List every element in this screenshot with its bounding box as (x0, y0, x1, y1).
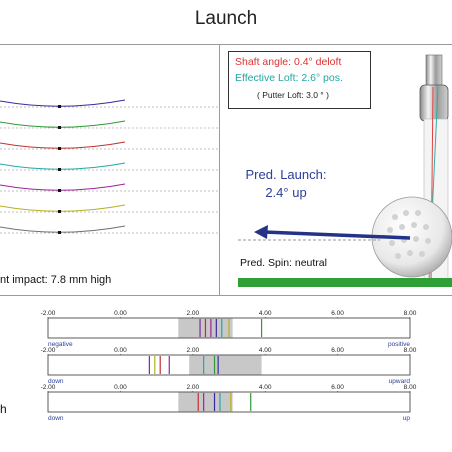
scale-range-band (189, 355, 262, 375)
impact-marker (58, 126, 61, 129)
row-label: h (0, 402, 7, 416)
scale-tick-label: 4.00 (259, 347, 272, 354)
effective-loft-text: Effective Loft: 2.6° pos. (235, 72, 343, 84)
impact-curve (0, 204, 126, 212)
impact-marker (58, 231, 61, 234)
scale-tick-label: 8.00 (404, 384, 417, 391)
scale-range-band (178, 392, 233, 412)
scale-left-label: down (48, 378, 64, 385)
scale-tick-label: 2.00 (186, 310, 199, 317)
scale-tick-label: 0.00 (114, 384, 127, 391)
putter-loft-text: ( Putter Loft: 3.0 ° ) (257, 90, 329, 100)
pred-launch: Pred. Launch: 2.4° up (241, 166, 331, 202)
scale-tick-label: 4.00 (259, 384, 272, 391)
scale-right-label: up (403, 415, 411, 422)
scale-left-label: negative (48, 341, 73, 348)
impact-marker (58, 168, 61, 171)
launch-scales: -2.00 0.00 2.00 4.00 6.00 8.00 negative positiv… (41, 310, 417, 422)
pred-spin: Pred. Spin: neutral (240, 257, 327, 269)
scale-tick-label: 8.00 (404, 347, 417, 354)
impact-curve (0, 141, 126, 149)
impact-marker (58, 210, 61, 213)
golf-ball (371, 196, 452, 278)
impact-marker (58, 105, 61, 108)
scale-tick-label: 2.00 (186, 384, 199, 391)
shaft-info-box: Shaft angle: 0.4° deloft Effective Loft:… (228, 51, 371, 109)
impact-marker (58, 147, 61, 150)
pred-launch-label: Pred. Launch: (245, 167, 327, 182)
launch-arrow (254, 225, 411, 240)
impact-panel (0, 45, 220, 296)
scale-right-label: positive (388, 341, 410, 348)
scale-tick-label: 2.00 (186, 347, 199, 354)
scale-tick-label: 0.00 (114, 347, 127, 354)
impact-curve (0, 183, 126, 191)
scale-tick-label: 0.00 (114, 310, 127, 317)
scale-tick-label: 4.00 (259, 310, 272, 317)
pred-launch-value: 2.4° up (265, 185, 307, 200)
impact-curve (0, 99, 126, 107)
scale-tick-label: -2.00 (41, 347, 56, 354)
scale-tick-label: 8.00 (404, 310, 417, 317)
scale-tick-label: 6.00 (331, 310, 344, 317)
impact-curves-plot (0, 99, 219, 234)
scale-tick-label: -2.00 (41, 310, 56, 317)
shaft-angle-text: Shaft angle: 0.4° deloft (235, 56, 342, 68)
scale-right-label: upward (389, 378, 411, 385)
ground-bar (238, 278, 452, 287)
impact-readout: nt impact: 7.8 mm high (0, 274, 112, 286)
impact-curve (0, 162, 126, 170)
title-divider (0, 44, 452, 45)
impact-curve (0, 120, 126, 128)
page-title: Launch (194, 8, 258, 29)
launch-illustration (238, 54, 452, 287)
scale-tick-label: 6.00 (331, 384, 344, 391)
scale-tick-label: -2.00 (41, 384, 56, 391)
scale-tick-label: 6.00 (331, 347, 344, 354)
launch-panel (220, 45, 452, 296)
scale-left-label: down (48, 415, 64, 422)
impact-marker (58, 189, 61, 192)
impact-curve (0, 225, 126, 233)
